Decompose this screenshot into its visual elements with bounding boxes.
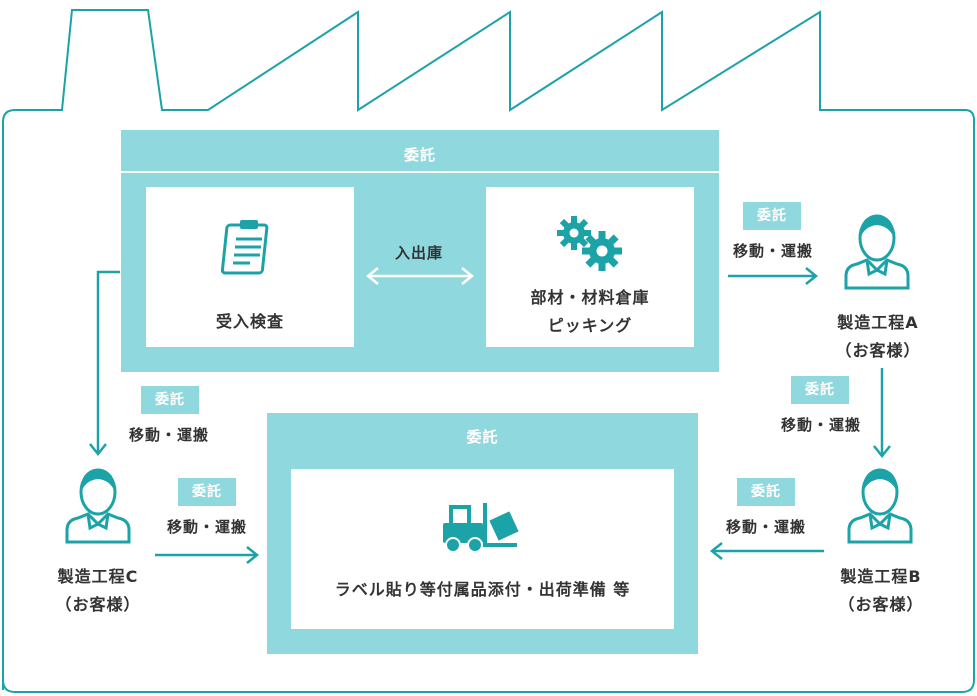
left-down-arrow xyxy=(89,270,120,457)
person-b-line2: （お客様） xyxy=(838,595,924,614)
clipboard-icon xyxy=(220,220,269,275)
warehouse-label-line2: ピッキング xyxy=(547,316,633,335)
person-c-icon xyxy=(65,468,131,544)
warehouse-label-line1: 部材・材料倉庫 xyxy=(530,288,650,307)
bottom-panel-title: 委託 xyxy=(466,428,499,446)
forklift-icon xyxy=(443,503,519,553)
inout-double-arrow xyxy=(365,267,475,285)
b-to-bottom-commission-tag: 委託 xyxy=(737,478,795,506)
left-down-transport-label: 移動・運搬 xyxy=(128,426,209,444)
left-down-commission-tag: 委託 xyxy=(141,386,199,414)
inspection-label: 受入検査 xyxy=(215,312,284,331)
to-a-commission-tag: 委託 xyxy=(743,202,801,230)
person-a-line1: 製造工程A xyxy=(837,313,919,332)
bottom-commission-panel: 委託 ラベル貼り等付属品添付・出荷準備 等 xyxy=(267,413,698,654)
person-a-line2: （お客様） xyxy=(835,341,921,360)
top-panel-divider xyxy=(121,171,719,173)
person-b-line1: 製造工程B xyxy=(840,567,922,586)
b-to-bottom-transport-label: 移動・運搬 xyxy=(725,518,806,536)
a-to-b-transport-label: 移動・運搬 xyxy=(780,416,861,434)
inspection-card: 受入検査 xyxy=(146,187,354,347)
person-a-icon xyxy=(844,214,910,290)
shipping-label: ラベル貼り等付属品添付・出荷準備 等 xyxy=(334,580,631,599)
b-to-bottom-arrow xyxy=(709,542,824,560)
person-c-line2: （お客様） xyxy=(55,595,141,614)
to-a-transport-label: 移動・運搬 xyxy=(732,242,813,260)
inout-label: 入出庫 xyxy=(394,244,443,262)
c-to-bottom-commission-tag: 委託 xyxy=(178,478,236,506)
person-c-line1: 製造工程C xyxy=(57,567,139,586)
top-panel-title: 委託 xyxy=(403,146,436,164)
c-to-bottom-transport-label: 移動・運搬 xyxy=(166,518,247,536)
top-commission-panel: 委託 受入検査 入出庫 xyxy=(121,130,719,372)
warehouse-card: 部材・材料倉庫 ピッキング xyxy=(486,187,694,347)
a-to-b-arrow xyxy=(873,368,891,459)
gears-icon xyxy=(557,216,622,271)
c-to-bottom-arrow xyxy=(155,546,260,564)
a-to-b-commission-tag: 委託 xyxy=(791,376,849,404)
person-b-icon xyxy=(847,468,913,544)
shipping-card: ラベル貼り等付属品添付・出荷準備 等 xyxy=(291,469,674,629)
to-a-arrow xyxy=(728,267,819,285)
